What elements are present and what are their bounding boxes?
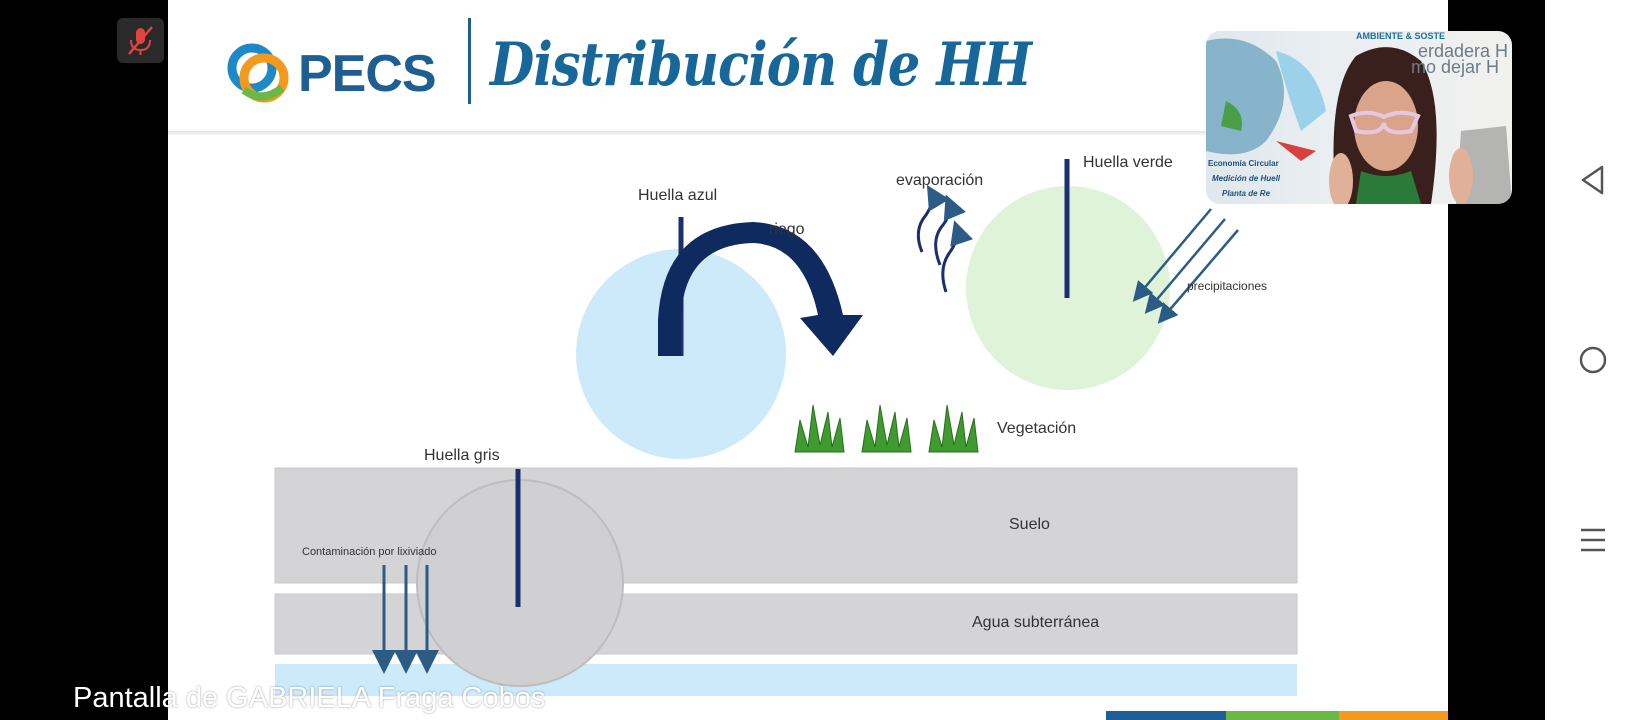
irrigation-label: riego [769,221,805,238]
title-separator [468,18,471,104]
participant-video-tile[interactable]: AMBIENTE & SOSTE erdadera H mo dejar H E… [1206,31,1512,204]
back-icon[interactable] [1578,164,1608,196]
leaching-arrows [372,565,439,674]
leaching-label: Contaminación por lixiviado [302,546,437,558]
pecs-logo-icon [227,43,289,103]
mic-toggle-button[interactable] [117,18,164,63]
slide-title: Distribución de HH [490,30,1032,100]
banner-list-item: Planta de Re [1222,189,1271,198]
green-footprint-label: Huella verde [1083,154,1173,171]
home-icon[interactable] [1578,345,1608,375]
brand-name: PECS [298,45,437,103]
irrigation-arrow [658,222,863,356]
footer-color-bars [1106,711,1448,720]
vegetation-label: Vegetación [997,420,1076,437]
banner-list-item: Medición de Huell [1212,174,1281,183]
banner-list-item: Economía Circular [1208,159,1279,168]
recents-icon[interactable] [1579,526,1607,554]
vegetation-icon [794,404,979,453]
screen-share-caption: Pantalla de GABRIELA Fraga Cobos [73,682,546,714]
soil-label: Suelo [1009,516,1050,533]
evaporation-label: evaporación [896,172,983,189]
precipitation-arrows [1132,208,1239,324]
banner-line: erdadera H [1418,41,1509,61]
android-nav-bar [1545,0,1640,720]
water-band [275,664,1297,696]
groundwater-label: Agua subterránea [972,614,1099,631]
evaporation-arrows [916,184,974,293]
grey-footprint-label: Huella gris [424,447,500,464]
banner-line: mo dejar H [1411,57,1500,77]
mic-muted-icon [128,26,153,55]
blue-footprint-label: Huella azul [638,187,717,204]
precipitation-label: precipitaciones [1187,279,1267,293]
banner-line: AMBIENTE & SOSTE [1356,31,1446,41]
water-footprint-diagram: Huella azul riego evaporación Huella ver… [274,154,1298,696]
header-divider [168,131,1448,135]
participant-video [1206,38,1512,204]
